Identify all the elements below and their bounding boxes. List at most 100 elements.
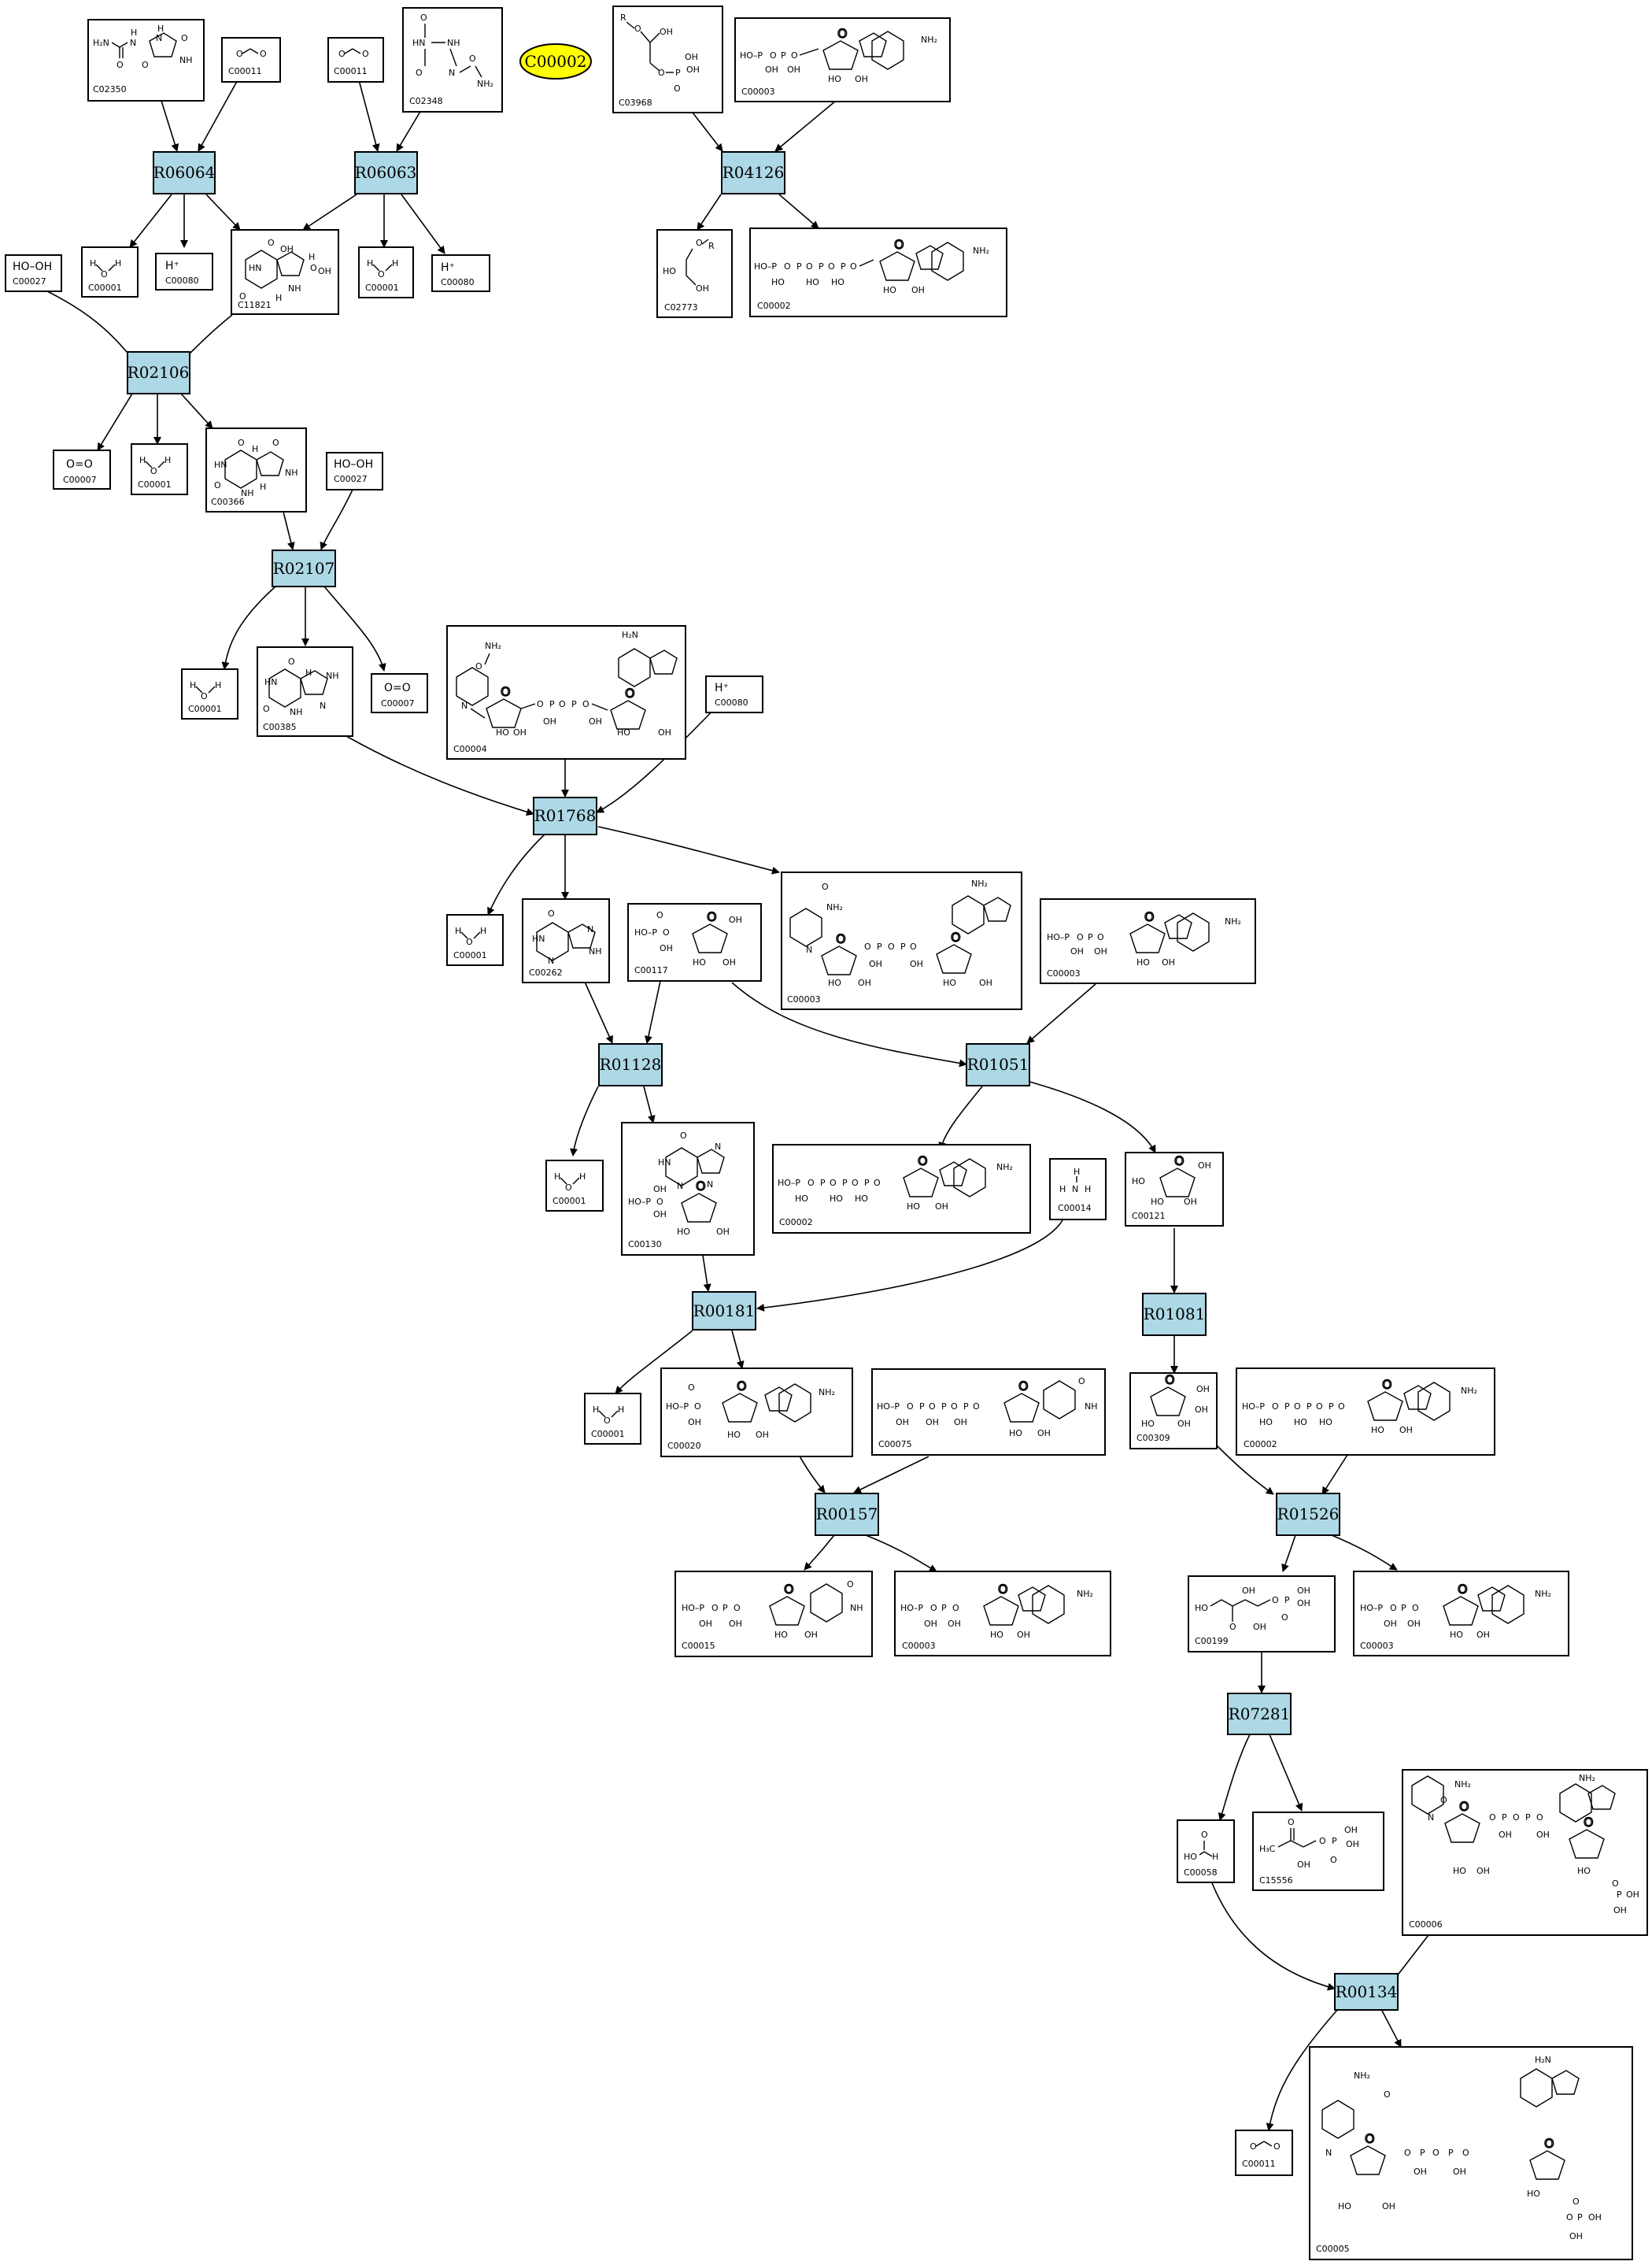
svg-text:O: O: [930, 1603, 937, 1613]
svg-text:OH: OH: [729, 915, 742, 925]
svg-text:HO–P: HO–P: [682, 1603, 704, 1613]
reaction-R00181[interactable]: R00181: [692, 1291, 756, 1331]
compound-C00385[interactable]: O H NH HN O NH N C00385: [257, 646, 353, 737]
reaction-R01128[interactable]: R01128: [598, 1043, 663, 1086]
svg-text:C15556: C15556: [1259, 1875, 1293, 1886]
svg-text:O: O: [260, 49, 267, 59]
compound-C00001-d[interactable]: H O H C00001: [181, 668, 238, 720]
compound-C00309[interactable]: OH OH HO OH C00309: [1129, 1371, 1218, 1449]
structure: HO–P O P O P O P O HO HO HO NH₂ HO OH: [778, 1153, 1013, 1212]
compound-C00005[interactable]: NH₂ O N O P O P O OH OH H₂N HO OH HO O: [1309, 2046, 1633, 2260]
structure: HO–P O P O P O P O OH OH OH O NH HO OH: [877, 1376, 1098, 1438]
reaction-R06063[interactable]: R06063: [354, 151, 418, 194]
svg-text:HO: HO: [1371, 1425, 1384, 1435]
compound-C00002-top[interactable]: HO–P O P O P O P O HO HO HO NH₂ HO OH C0…: [749, 228, 1007, 317]
compound-C00015[interactable]: HO–P O P O OH OH O NH HO OH C00015: [674, 1571, 873, 1657]
svg-text:HO: HO: [617, 727, 630, 738]
compound-C00006[interactable]: NH₂ O N O P O P O OH OH NH₂ HO OH HO O P: [1402, 1769, 1648, 1936]
compound-C00027-a[interactable]: HO–OH C00027: [5, 254, 62, 292]
compound-C00001-c[interactable]: H O H C00001: [131, 443, 188, 495]
reaction-R00157[interactable]: R00157: [815, 1493, 879, 1536]
svg-text:C02350: C02350: [93, 84, 127, 94]
svg-text:H: H: [1085, 1184, 1091, 1194]
compound-C00020[interactable]: O HO–P O OH NH₂ HO OH C00020: [660, 1368, 853, 1457]
reaction-R02106[interactable]: R02106: [127, 351, 190, 394]
svg-text:C00027: C00027: [334, 474, 368, 484]
structure: NH₂ O N O P O P O OH OH H₂N HO OH HO O: [1321, 2055, 1602, 2241]
compound-C02350[interactable]: H₂N O H N H N NH O O C02350: [87, 19, 205, 102]
reaction-R01081[interactable]: R01081: [1142, 1293, 1207, 1336]
compound-C00001-b[interactable]: H O H C00001: [358, 246, 414, 298]
compound-C00080-b[interactable]: H⁺ C00080: [431, 254, 490, 292]
compound-C03968[interactable]: R O OH O P OH OH O C03968: [612, 6, 723, 113]
svg-text:OH: OH: [543, 716, 556, 727]
edge: [756, 1219, 1063, 1312]
compound-C02773[interactable]: O R HO OH C02773: [656, 229, 733, 318]
compound-C00003-mid[interactable]: O NH₂ N O P O P O OH OH NH₂ HO OH HO OH: [781, 872, 1022, 1010]
compound-C00130[interactable]: O HN N N N OH HO–P O OH HO OH C00130: [621, 1122, 755, 1256]
svg-text:OH: OH: [910, 959, 923, 969]
svg-text:O: O: [101, 269, 108, 279]
svg-text:OH: OH: [318, 266, 331, 276]
compound-C00001-f[interactable]: H O H C00001: [545, 1160, 604, 1212]
reaction-R01051[interactable]: R01051: [966, 1043, 1030, 1086]
compound-C00014[interactable]: H H N H C00014: [1049, 1158, 1107, 1220]
compound-C00007-a[interactable]: O=O C00007: [53, 450, 111, 490]
reaction-R01768[interactable]: R01768: [533, 797, 597, 835]
compound-C00004[interactable]: NH₂ O N O P O P O OH OH H₂N HO: [446, 625, 686, 760]
svg-text:H: H: [215, 680, 221, 690]
svg-text:OH: OH: [1453, 2167, 1466, 2177]
compound-C00011-a[interactable]: O O C00011: [221, 37, 281, 83]
compound-C00002-right[interactable]: HO–P O P O P O P O HO HO HO NH₂ HO OH C0…: [1236, 1368, 1495, 1456]
compound-C15556[interactable]: H₃C O OH O P OH OH O C15556: [1252, 1812, 1384, 1891]
compound-C02348[interactable]: O HN NH O N O NH₂ C02348: [402, 7, 503, 113]
svg-text:P: P: [1284, 1595, 1290, 1605]
compound-C00121[interactable]: HO OH HO OH C00121: [1125, 1152, 1224, 1227]
compound-C00199[interactable]: HO O OH OH O P OH OH O C00199: [1188, 1575, 1336, 1652]
edge: [731, 1330, 745, 1369]
svg-text:OH: OH: [1399, 1425, 1413, 1435]
svg-text:HO: HO: [1132, 1176, 1145, 1186]
compound-C00011-b[interactable]: O O C00011: [327, 37, 384, 83]
svg-text:HO: HO: [1184, 1852, 1197, 1862]
compound-C00262[interactable]: O HN N NH N C00262: [522, 898, 610, 983]
reaction-R01526[interactable]: R01526: [1276, 1493, 1340, 1536]
reaction-R06064[interactable]: R06064: [153, 151, 216, 194]
compound-C11821[interactable]: O OH HN H O OH O H NH C11821: [231, 229, 339, 315]
compound-C00001-g[interactable]: H O H C00001: [584, 1393, 641, 1445]
svg-text:C00003: C00003: [1047, 968, 1081, 979]
compound-C00117[interactable]: O HO–P O OH OH HO OH C00117: [627, 903, 762, 982]
compound-C00027-b[interactable]: HO–OH C00027: [326, 452, 383, 490]
svg-text:OH: OH: [1253, 1622, 1266, 1632]
reaction-R00134[interactable]: R00134: [1334, 1973, 1399, 2011]
compound-C00001-a[interactable]: H O H C00001: [81, 246, 139, 298]
svg-text:OH: OH: [1344, 1825, 1358, 1835]
compound-C00366[interactable]: O H O HN NH O NH H C00366: [205, 427, 307, 513]
svg-text:H⁺: H⁺: [715, 682, 729, 694]
svg-text:O: O: [711, 1603, 719, 1613]
svg-text:NH: NH: [1085, 1401, 1098, 1412]
compound-C00007-b[interactable]: O=O C00007: [371, 673, 428, 713]
svg-text:O: O: [830, 1178, 837, 1188]
compound-C00003-top[interactable]: HO–P O P O OH OH NH₂ HO OH C00003: [734, 17, 951, 102]
reaction-R02107[interactable]: R02107: [272, 550, 336, 587]
compound-C00003-bottom[interactable]: HO–P O P O OH OH NH₂ HO OH C00003: [894, 1571, 1111, 1656]
svg-text:HO–P: HO–P: [1360, 1603, 1383, 1613]
svg-text:OH: OH: [979, 978, 992, 988]
reaction-R04126[interactable]: R04126: [721, 151, 785, 194]
highlighted-compound-C00002[interactable]: C00002: [519, 43, 592, 80]
svg-text:HO–OH: HO–OH: [334, 458, 373, 471]
svg-text:P: P: [1502, 1812, 1507, 1823]
compound-C00001-e[interactable]: H O H C00001: [446, 914, 504, 966]
compound-C00058[interactable]: O HO H C00058: [1177, 1819, 1235, 1883]
compound-C00003-farright[interactable]: HO–P O P O OH OH NH₂ HO OH C00003: [1353, 1571, 1569, 1656]
compound-C00002-mid[interactable]: HO–P O P O P O P O HO HO HO NH₂ HO OH C0…: [772, 1144, 1031, 1234]
compound-C00080-a[interactable]: H⁺ C00080: [155, 253, 213, 291]
compound-C00075[interactable]: HO–P O P O P O P O OH OH OH O NH HO OH C…: [871, 1368, 1106, 1456]
compound-C00011-c[interactable]: O O C00011: [1235, 2130, 1293, 2176]
compound-C00003-right[interactable]: HO–P O P O OH OH NH₂ HO OH C00003: [1040, 898, 1256, 984]
edge: [774, 100, 837, 152]
reaction-R07281[interactable]: R07281: [1227, 1693, 1292, 1735]
compound-C00080-c[interactable]: H⁺ C00080: [705, 675, 763, 713]
svg-text:C00011: C00011: [334, 66, 368, 76]
